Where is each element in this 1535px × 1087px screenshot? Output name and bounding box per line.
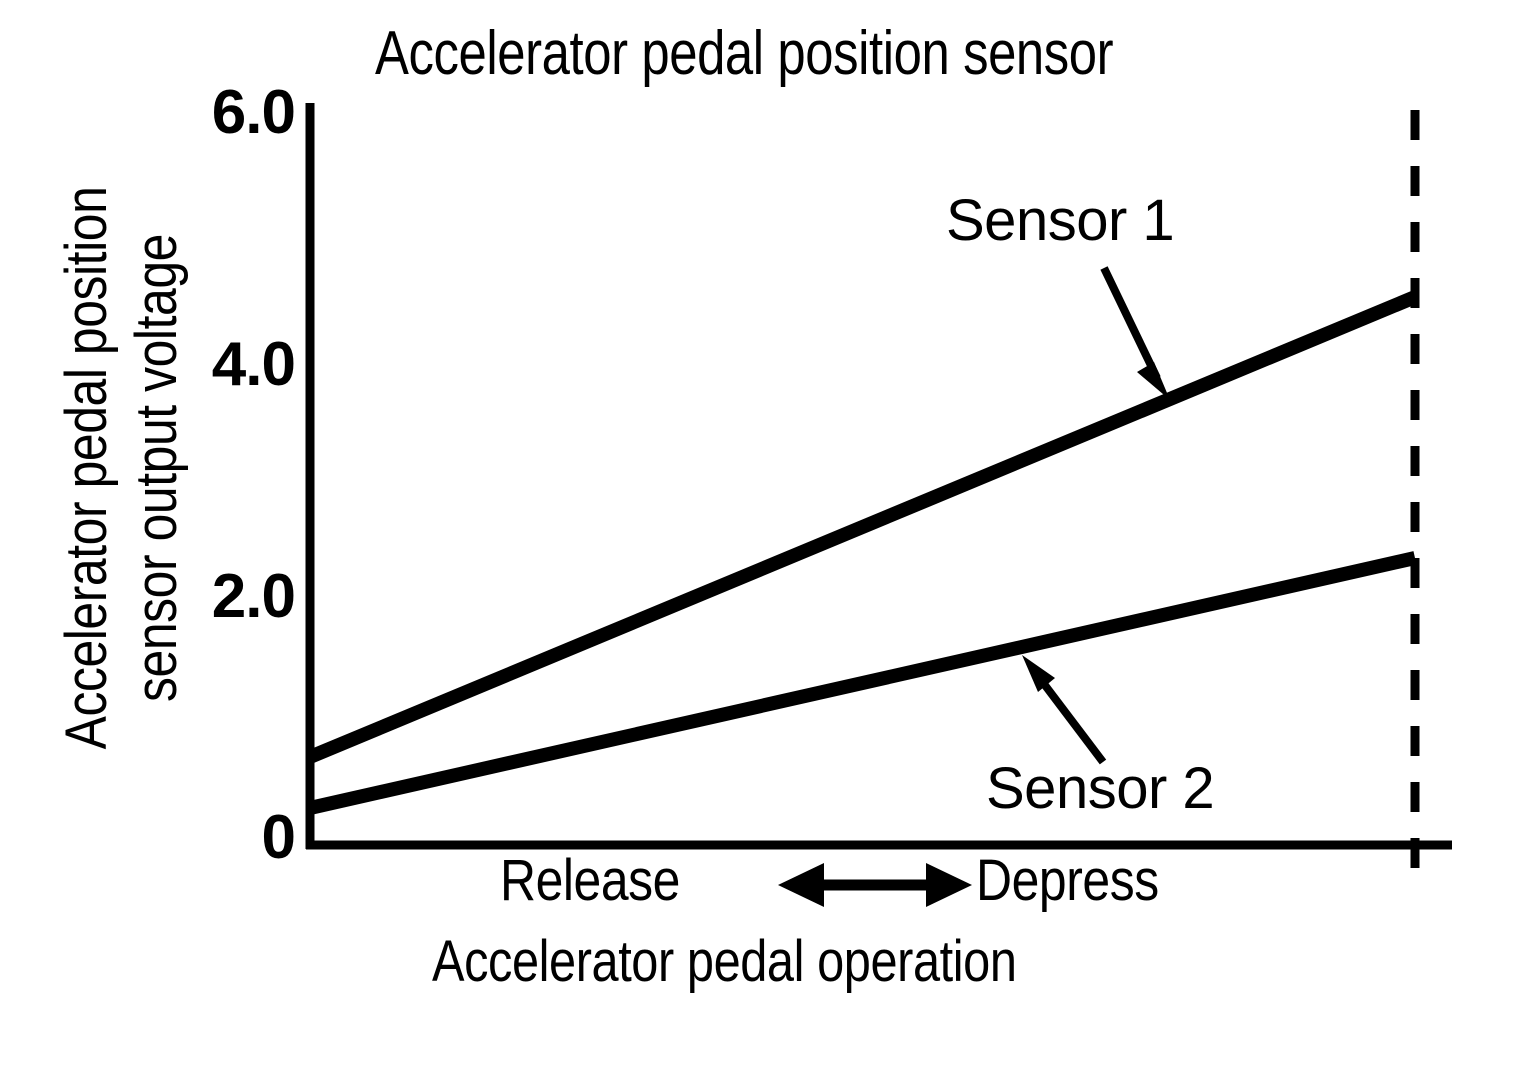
annotation-arrow-sensor-2: [1022, 655, 1107, 765]
series-label-sensor-2: Sensor 2: [986, 756, 1215, 821]
x-axis-left-label: Release: [500, 848, 681, 913]
series-label-sensor-1: Sensor 1: [946, 188, 1175, 253]
annotation-arrow-sensor-1: [1100, 266, 1170, 400]
pedal-direction-double-arrow: [778, 863, 972, 907]
x-axis-title: Accelerator pedal operation: [432, 929, 1017, 994]
series-line-sensor-1: [307, 290, 1418, 764]
x-axis-right-label: Depress: [976, 848, 1159, 913]
series-line-sensor-2: [308, 551, 1417, 815]
chart-title: Accelerator pedal position sensor: [375, 19, 1114, 88]
